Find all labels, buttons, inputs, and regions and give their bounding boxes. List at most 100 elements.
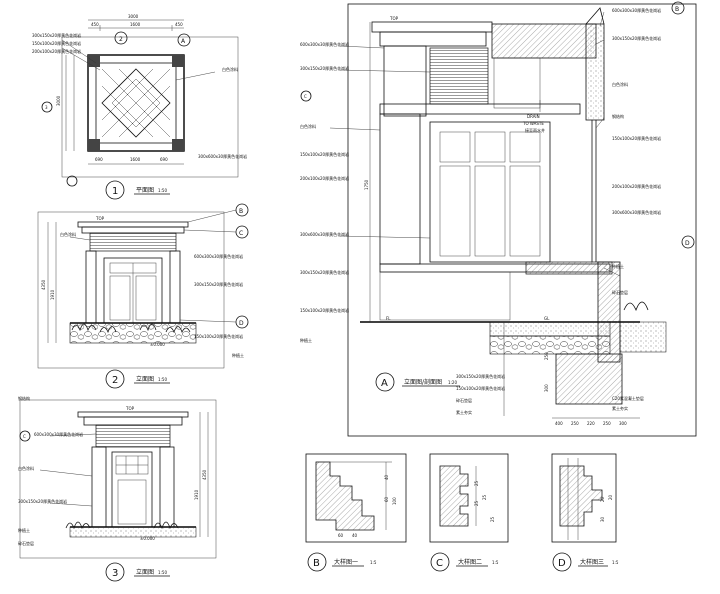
plan-paving <box>101 68 171 138</box>
callout-a-bottom <box>66 175 78 187</box>
elev2-plants <box>71 323 191 334</box>
section-fl-level: FL <box>386 316 391 321</box>
detail-b: 40 60 100 60 40 B 大样图一 1:5 <box>305 453 407 572</box>
view-1-scale: 1:50 <box>158 188 167 193</box>
view-c-number-circle <box>430 552 450 572</box>
section-callout-b <box>671 1 685 15</box>
elevation-2: 4350 1910 TOP ±0.000 B C D 600x300x30厚黄色… <box>37 203 249 389</box>
section-note-right-11: 素土夯实 <box>612 405 628 411</box>
elev2-callout-c-label: C <box>239 230 243 237</box>
section-note-right-5: 150x100x20厚黄色花岗岩 <box>612 135 661 141</box>
section-note-left-6: 300x600x30厚黄色花岗岩 <box>300 231 349 237</box>
section-top-level: TOP <box>389 16 399 21</box>
section-note-bottom-2: 150x100x20厚黄色花岗岩 <box>456 385 505 391</box>
view-d-number-circle <box>552 552 572 572</box>
elev3-ground-level: ±0.000 <box>140 536 155 541</box>
section-note-right-4: 钢结构 <box>612 113 624 119</box>
section-note-right-9: 碎石垫层 <box>612 289 628 295</box>
view-2-number-circle <box>105 369 125 389</box>
plan-dim-b1: 690 <box>95 157 103 162</box>
view-3-number-circle <box>105 562 125 582</box>
view-1-title: 平面图 <box>136 187 154 194</box>
detail-b-dim-2: 60 <box>384 496 389 502</box>
elev3-top-level: TOP <box>125 406 135 411</box>
section-note-right-2: 300x150x20厚黄色花岗岩 <box>612 35 661 41</box>
view-d-title: 大样图三 <box>580 558 604 566</box>
section-note-left-5: 200x100x20厚黄色花岗岩 <box>300 175 349 181</box>
plan-dim-total: 3000 <box>128 14 139 19</box>
detail-d: 20 30 20 D 大样图三 1:5 <box>551 453 619 572</box>
detail-d-dim-1: 20 <box>600 496 605 502</box>
elev3-dim-total: 4350 <box>202 469 207 480</box>
view-a-title: 立面图/剖面图 <box>404 378 442 386</box>
view-1-number-circle <box>105 180 125 200</box>
detail-b-dim-5: 40 <box>352 533 358 538</box>
plan-dim-height: 3000 <box>56 95 61 106</box>
elev2-top-level: TOP <box>95 216 105 221</box>
elev2-dim-lower: 1910 <box>50 289 55 300</box>
section-dim-h2: 250 <box>544 352 549 360</box>
callout-a-top <box>177 33 191 47</box>
detail-c: 25 25 25 25 C 大样图二 1:5 <box>429 453 509 572</box>
plan-note-1: 300x150x20厚黄色花岗岩 <box>32 32 81 38</box>
section-note-left-1: 600x300x30厚黄色花岗岩 <box>300 41 349 47</box>
callout-3-left <box>41 101 53 113</box>
elev3-note-2: 600x300x30厚黄色花岗岩 <box>34 431 83 437</box>
plan-dim-right: 450 <box>175 22 183 27</box>
section-note-bottom-1: 300x150x20厚黄色花岗岩 <box>456 373 505 379</box>
elev2-callout-b-label: B <box>239 208 243 215</box>
detail-b-dim-1: 40 <box>384 474 389 480</box>
plan-dim-b2: 690 <box>160 157 168 162</box>
elev2-note-1: 600x300x30厚黄色花岗岩 <box>194 253 243 259</box>
section-note-right-10: C20素混凝土垫层 <box>612 395 644 401</box>
view-a-number-circle <box>375 372 395 392</box>
elev3-note-4: 300x150x20厚黄色花岗岩 <box>18 498 67 504</box>
section-note-right-1: 600x300x30厚黄色花岗岩 <box>612 7 661 13</box>
detail-d-dim-2: 30 <box>600 516 605 522</box>
elev2-dim-total: 4350 <box>41 279 46 290</box>
section-note-right-3: 白色涂料 <box>612 81 628 87</box>
section-dim-d2: 250 <box>571 421 579 426</box>
section-note-left-8: 150x100x20厚黄色花岗岩 <box>300 307 349 313</box>
section-dim-h3: 300 <box>544 384 549 392</box>
section-note-left-9: 种植土 <box>300 337 312 343</box>
elevation-3: 4350 1910 TOP ±0.000 C 钢结构 600x300x30厚黄色… <box>18 395 217 582</box>
elev3-dim-lower: 1910 <box>194 489 199 500</box>
view-b-scale: 1:5 <box>370 560 377 565</box>
section-callout-d-label: D <box>685 240 690 247</box>
view-2-number: 2 <box>112 375 118 386</box>
detail-c-dim-4: 25 <box>490 516 495 522</box>
section-a: DRAIN TO WASTE 接至雨水井 TOP GL FL 1750 250 … <box>300 1 697 437</box>
section-note-left-7: 300x150x20厚黄色花岗岩 <box>300 269 349 275</box>
view-a-scale: 1:20 <box>448 380 457 385</box>
elev2-note-3: 150x100x20厚黄色花岗岩 <box>194 333 243 339</box>
section-note-left-2: 300x150x20厚黄色花岗岩 <box>300 65 349 71</box>
detail-b-dim-4: 60 <box>338 533 344 538</box>
elev3-callout-c <box>19 430 31 442</box>
section-gl-level: GL <box>544 316 550 321</box>
view-1-number: 1 <box>112 186 118 197</box>
section-dim-d5: 300 <box>619 421 627 426</box>
view-b-number-circle <box>307 552 327 572</box>
view-b-title: 大样图一 <box>334 558 358 566</box>
section-dim-d1: 400 <box>555 421 563 426</box>
plan-note-3: 200x100x20厚黄色花岗岩 <box>32 48 81 54</box>
view-d-scale: 1:5 <box>612 560 619 565</box>
detail-c-dim-1: 25 <box>474 480 479 486</box>
view-3-title: 立面图 <box>136 568 154 576</box>
elev2-ground-level: ±0.000 <box>150 342 165 347</box>
plan-dim-mid: 1600 <box>130 22 141 27</box>
view-c-title: 大样图二 <box>458 558 482 566</box>
elev2-note-2: 300x150x20厚黄色花岗岩 <box>194 281 243 287</box>
view-d-number: D <box>558 558 566 569</box>
section-note-right-8: 种植土 <box>612 263 624 269</box>
section-callout-c-left-label: C <box>304 94 307 99</box>
detail-b-dim-3: 100 <box>392 497 397 505</box>
plan-note-2: 150x100x20厚黄色花岗岩 <box>32 40 81 46</box>
elev3-callout-c-label: C <box>23 434 26 439</box>
section-dim-h1: 1750 <box>364 179 369 190</box>
elev3-plants <box>65 521 179 530</box>
view-2-scale: 1:50 <box>158 377 167 382</box>
section-note-left-4: 150x100x20厚黄色花岗岩 <box>300 151 349 157</box>
callout-3-label: 3 <box>45 105 48 110</box>
